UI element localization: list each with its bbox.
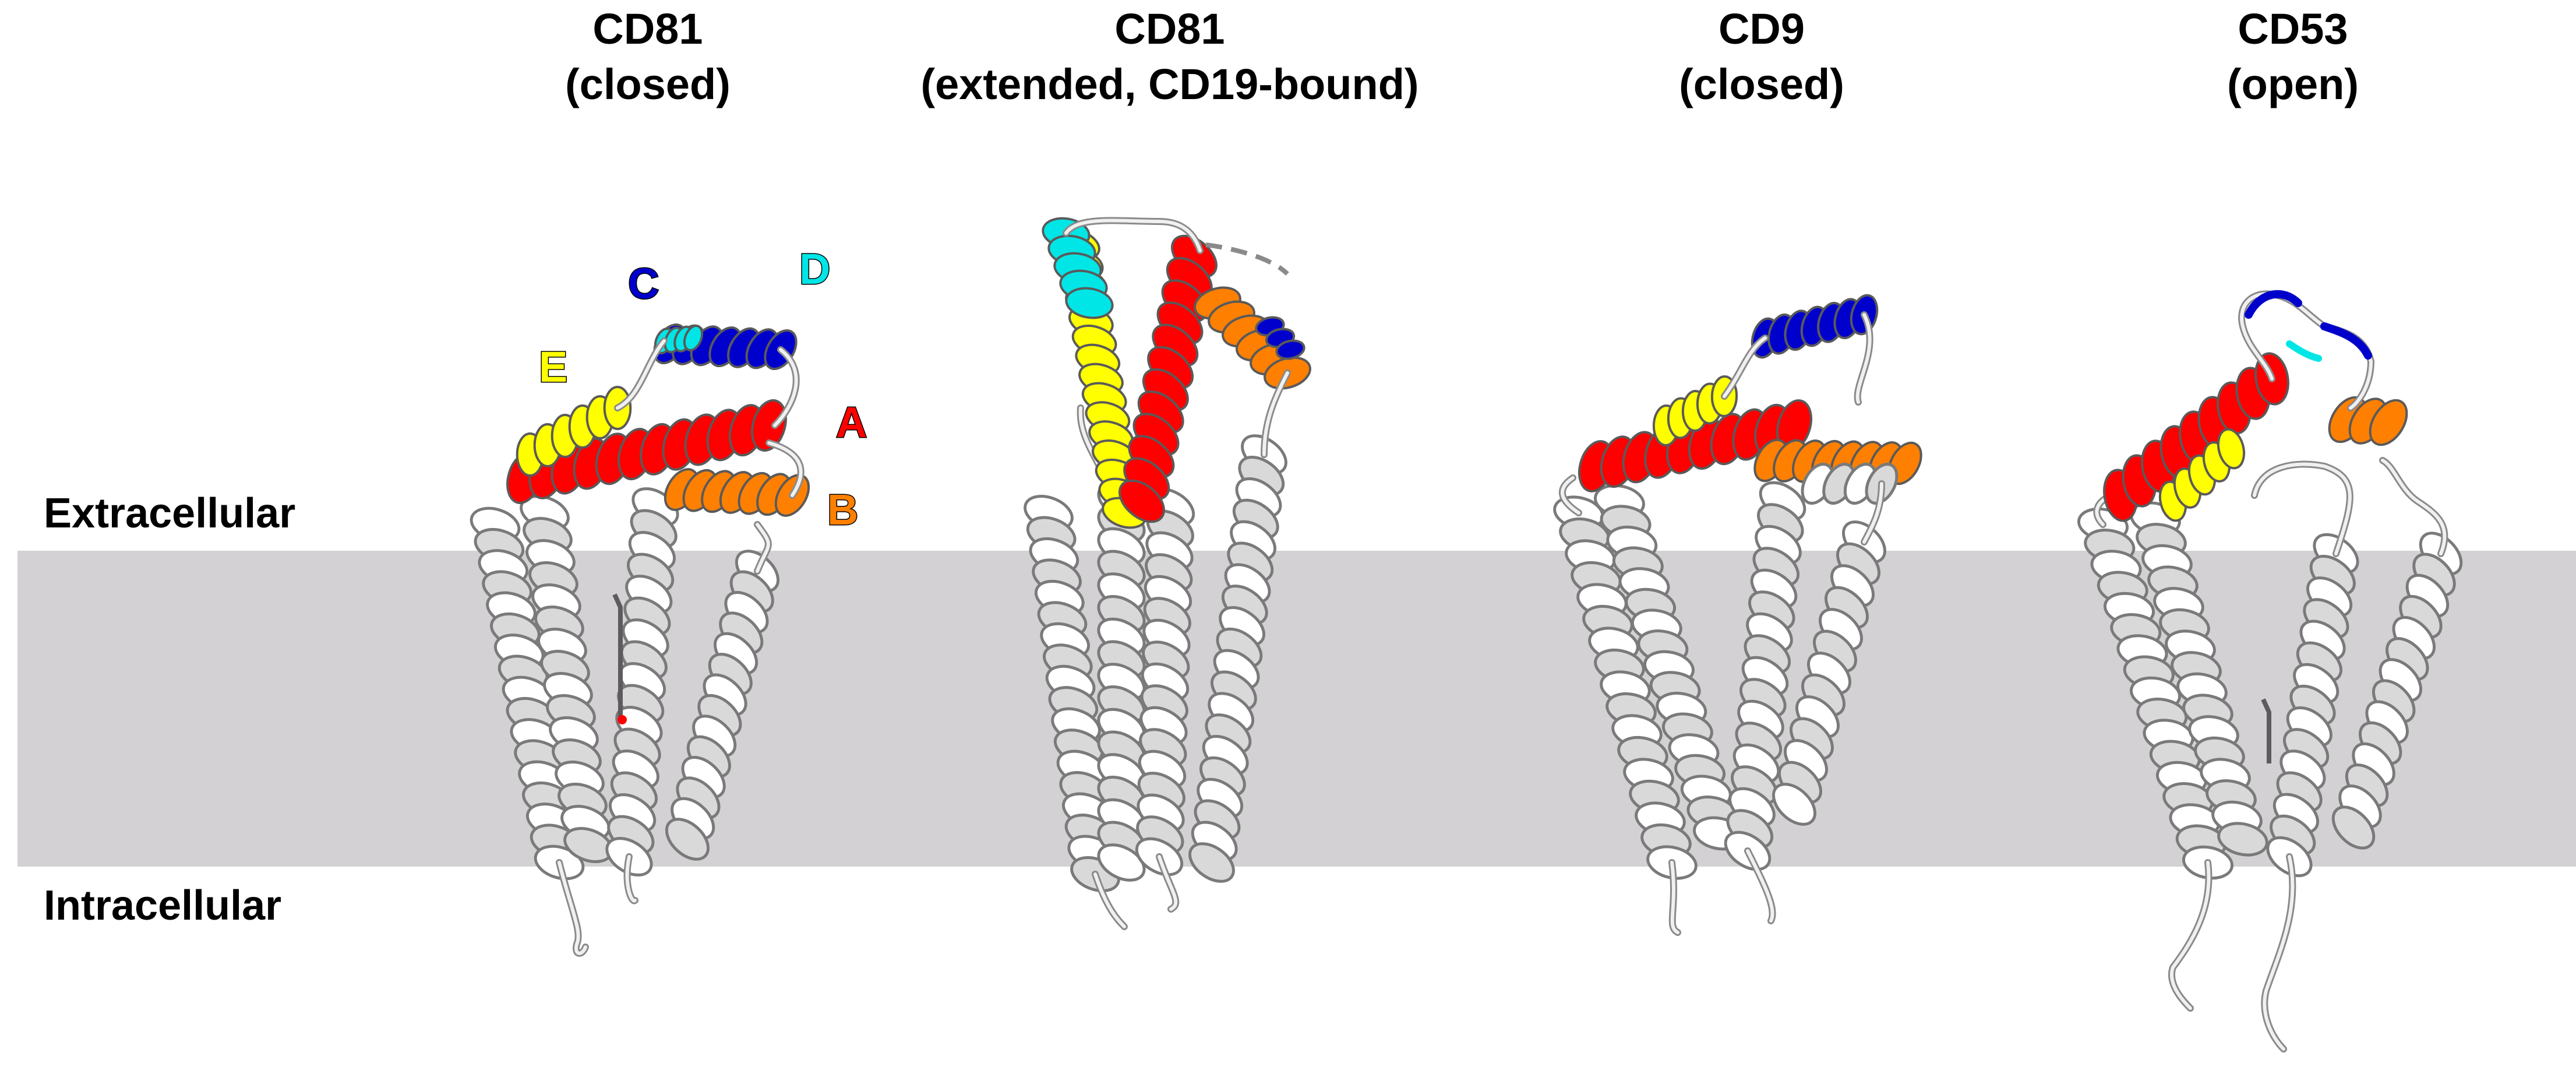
helix-region-c	[1751, 294, 1879, 359]
helix-turn	[683, 325, 704, 351]
open-loop-left-highlight	[2253, 462, 2352, 555]
tm-helix-4	[665, 550, 780, 861]
structure-name: CD9	[1718, 5, 1805, 53]
helix-region-b	[1753, 438, 1922, 485]
tm-helix-1	[470, 506, 585, 881]
helix-region-a	[1118, 234, 1218, 523]
loop-e-to-c-highlight	[1723, 336, 1767, 398]
helix-region-e	[1652, 375, 1738, 446]
loop-b-to-tm4-highlight	[1862, 482, 1883, 544]
loop-region-c-colored-2	[2320, 322, 2372, 360]
helix-turn	[751, 399, 787, 452]
tm-helix-4	[2331, 532, 2463, 850]
tm-helix-3	[1724, 481, 1806, 871]
structure-state: (open)	[2227, 60, 2359, 108]
c-terminal-tail-highlight	[1093, 872, 1126, 928]
helix-turn	[665, 818, 710, 861]
structure-cd9-closed	[1553, 294, 1922, 936]
helix-turn	[2217, 428, 2246, 470]
loop-e-to-c-highlight	[616, 339, 666, 410]
extracellular-turn-highlight	[756, 523, 770, 573]
structure-name: CD81	[592, 5, 703, 53]
lipid-chain	[2261, 698, 2271, 763]
structure-state: (closed)	[565, 60, 731, 108]
helix-region-a	[506, 399, 787, 504]
helix-region-e	[2158, 428, 2246, 522]
hydroxyl-atom	[617, 715, 627, 724]
open-loop-right-highlight	[2381, 459, 2447, 555]
tm-helix-2	[2130, 501, 2268, 857]
intracellular-label: Intracellular	[44, 882, 281, 929]
helix-turn	[1097, 843, 1146, 882]
region-label-e: E	[539, 343, 567, 391]
structure-state: (closed)	[1679, 60, 1844, 108]
extracellular-turn-1-highlight	[1560, 476, 1580, 515]
extracellular-label: Extracellular	[44, 490, 295, 537]
structure-cd81-closed	[470, 323, 810, 957]
helix-turn	[2369, 399, 2408, 446]
loop-b-to-tm4-highlight	[1262, 371, 1289, 456]
n-terminal-tail-highlight	[2170, 861, 2211, 1010]
intracellular-loop-highlight	[1158, 855, 1178, 911]
tm-helix-2	[1097, 482, 1146, 882]
tm-helix-2	[520, 495, 613, 863]
structure-name: CD53	[2238, 5, 2348, 53]
n-terminal-tail-highlight	[1670, 861, 1679, 934]
tm-helix-3	[1135, 487, 1195, 877]
loop-region-d-colored	[2286, 340, 2322, 362]
n-terminal-tail	[2168, 859, 2212, 1012]
helix-turn	[1065, 287, 1114, 319]
tm-helix-1	[1553, 495, 1698, 880]
title-cd81-closed: CD81 (closed)	[565, 5, 731, 108]
helix-region-d	[654, 325, 704, 354]
intracellular-loop-highlight	[625, 855, 637, 903]
region-label-b: B	[827, 485, 858, 534]
helix-region-b	[664, 468, 810, 517]
cholesterol-molecule	[612, 593, 623, 723]
c-terminal-tail-highlight	[1746, 849, 1774, 923]
top-loop-highlight	[1064, 219, 1202, 252]
region-label-c: C	[628, 259, 659, 308]
helix-region-b	[1194, 286, 1311, 390]
helix-region-e	[516, 386, 632, 477]
c-terminal-tail-highlight	[2263, 855, 2295, 1051]
lipid-molecule	[2261, 698, 2271, 763]
structure-cd53-open	[2077, 290, 2463, 1053]
lipid-chain	[612, 593, 623, 723]
structure-cd81-extended	[1024, 217, 1311, 930]
title-cd81-extended: CD81 (extended, CD19-bound)	[920, 5, 1418, 108]
title-cd53-open: CD53 (open)	[2227, 5, 2359, 108]
helix-turn	[1188, 842, 1235, 883]
helix-region-b	[2328, 396, 2408, 446]
region-label-d: D	[799, 245, 830, 293]
c-terminal-tail-highlight	[557, 861, 587, 955]
loop-c-to-a-highlight	[1855, 313, 1872, 404]
helix-turn	[1118, 479, 1165, 523]
helix-region-d	[1042, 217, 1114, 319]
tm-helix-2	[1594, 484, 1744, 851]
region-label-a: A	[836, 398, 867, 446]
helix-turn	[2217, 822, 2268, 857]
structure-state: (extended, CD19-bound)	[920, 60, 1418, 108]
unresolved-loop	[1205, 242, 1289, 276]
helix-grey	[1801, 463, 1899, 505]
title-cd9-closed: CD9 (closed)	[1679, 5, 1844, 108]
helix-turn	[2331, 805, 2376, 850]
helix-region-a	[2103, 352, 2289, 522]
tm-helix-3	[605, 487, 679, 877]
helix-turn	[1772, 783, 1816, 826]
loop-c-to-a-highlight	[773, 348, 798, 427]
loop-region-c-colored	[2245, 290, 2302, 319]
structure-name: CD81	[1114, 5, 1225, 53]
helix-turn	[1275, 339, 1305, 360]
helix-region-a	[1578, 399, 1812, 492]
loop-b-to-a-highlight	[767, 441, 803, 497]
helix-region-c	[1255, 316, 1305, 360]
